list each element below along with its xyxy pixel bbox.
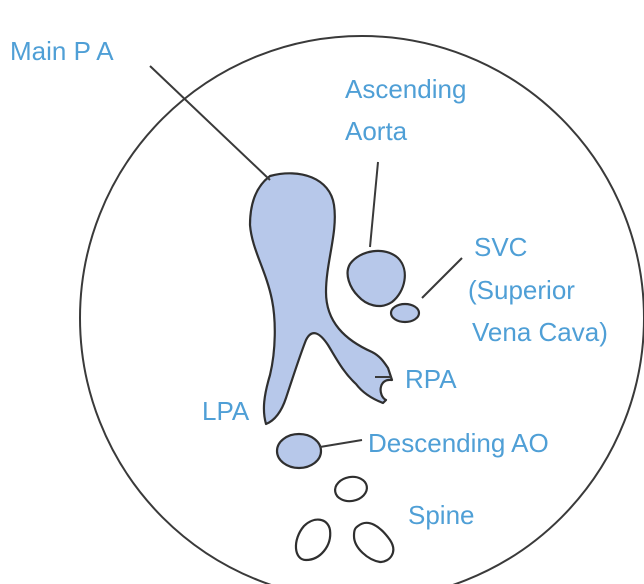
leader-ascending-aorta (370, 162, 378, 247)
label-descending-ao: Descending AO (368, 428, 549, 458)
leader-descending-ao (320, 440, 362, 447)
label-ascending-aorta-line1: Ascending (345, 74, 466, 104)
label-rpa: RPA (405, 364, 457, 394)
leader-main-pa (150, 66, 270, 180)
spine-vertebra-right (354, 523, 393, 562)
label-svc-line2: (Superior (468, 275, 575, 305)
spine-vertebra-top (333, 474, 369, 503)
label-lpa: LPA (202, 396, 250, 426)
svc-shape (391, 304, 419, 322)
spine-vertebra-left (296, 520, 330, 560)
descending-aorta-shape (277, 434, 321, 468)
label-spine: Spine (408, 500, 475, 530)
label-svc-line1: SVC (474, 232, 527, 262)
label-svc-line3: Vena Cava) (472, 317, 608, 347)
label-ascending-aorta-line2: Aorta (345, 116, 408, 146)
label-main-pa: Main P A (10, 36, 114, 66)
leader-svc (422, 258, 462, 298)
ascending-aorta-shape (348, 251, 405, 306)
